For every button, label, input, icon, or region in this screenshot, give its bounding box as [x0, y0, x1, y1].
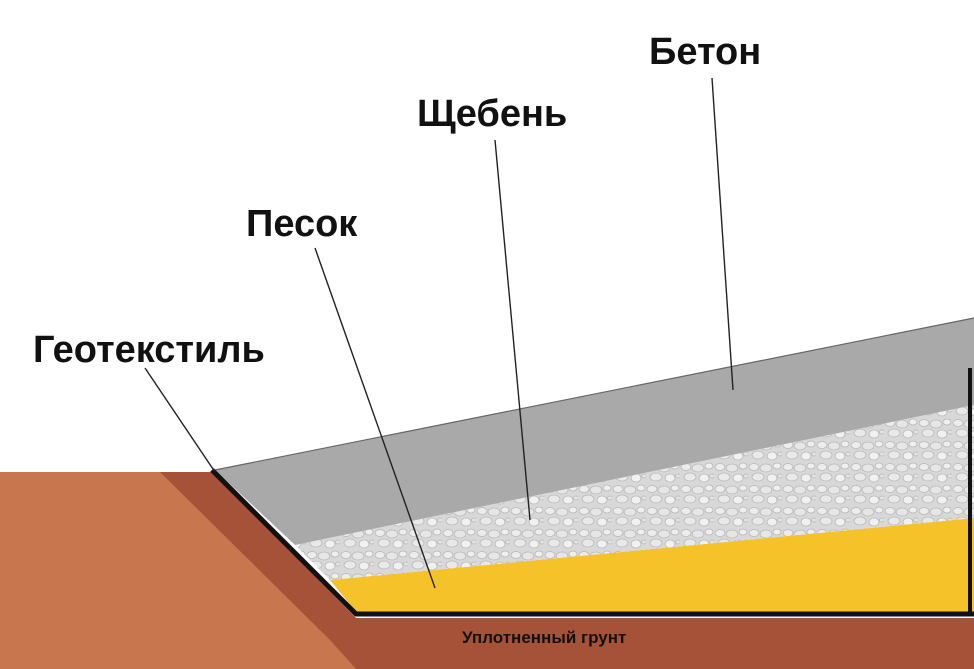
- leader-geotekstil: [144, 367, 216, 473]
- leader-pesok: [314, 247, 436, 589]
- geotextile-line: [210, 468, 974, 617]
- concrete-top-edge: [214, 317, 974, 471]
- leader-shcheben: [494, 139, 531, 521]
- compacted-soil-strip: [356, 618, 974, 669]
- label-grunt: Уплотненный грунт: [462, 628, 626, 647]
- label-geotekstil: Геотекстиль: [33, 329, 265, 371]
- label-beton: Бетон: [649, 31, 761, 73]
- sand-layer: [330, 518, 974, 612]
- leader-beton: [711, 77, 734, 391]
- soil-left: [0, 472, 356, 669]
- concrete-layer: [215, 318, 974, 545]
- gravel-layer: [295, 405, 974, 580]
- label-shcheben: Щебень: [417, 93, 567, 135]
- label-pesok: Песок: [246, 203, 358, 245]
